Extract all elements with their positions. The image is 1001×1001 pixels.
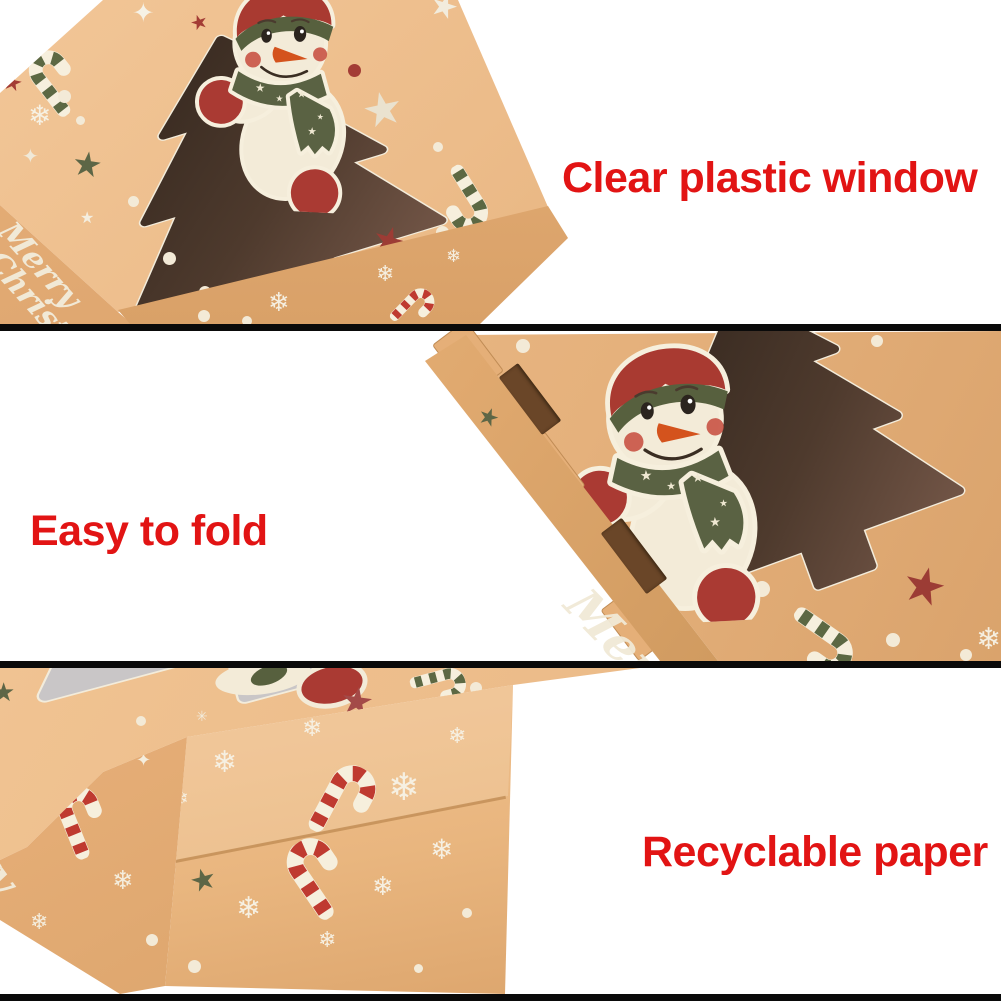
sparkle-icon: ✳ [196,709,208,725]
dot [58,90,71,103]
snowflake-icon: ❄ [376,262,395,287]
snowflake-icon: ❄ [236,891,262,926]
snowflake-icon: ❄ [446,246,462,267]
dot [516,339,530,353]
box-lid-face: ✦ ★ ★ ❄ ★ ✦ ★ ★ ★ ★ [0,0,548,312]
dot [348,64,361,77]
snowflake-icon: ❄ [372,872,394,902]
dot [414,964,423,973]
dot [886,633,900,647]
star-icon: ★ [80,208,95,227]
dot [146,934,158,946]
snowflake-icon: ❄ [28,99,52,132]
dot [163,252,176,265]
star-icon: ★ [0,68,26,98]
dot [136,716,146,726]
dot [960,649,972,661]
dot [871,335,883,347]
snowflake-icon: ❄ [976,622,1001,657]
dot [433,142,443,152]
feature-label-easy-to-fold: Easy to fold [30,506,268,555]
sparkle-icon: ✦ [132,0,155,29]
divider-bar [0,324,1001,331]
snowflake-icon: ❄ [430,833,454,866]
snowflake-icon: ❄ [302,714,323,742]
divider-bar [0,661,1001,668]
candy-cane-icon [387,281,442,324]
panel-easy-to-fold: ★ ★ ❄ ★ Merry Easy to fold [0,331,1001,661]
dot [76,116,85,125]
snowflake-icon: ❄ [212,745,238,780]
snowflake-icon: ❄ [448,724,467,749]
dot [198,310,210,322]
feature-label-recyclable-paper: Recyclable paper [642,827,988,876]
snowman-illustration [180,0,368,214]
snowflake-icon: ❄ [268,288,290,318]
snowflake-icon: ❄ [388,765,420,809]
star-icon: ★ [424,0,464,29]
box-front-face: ❄ ❄ ❄ ❄ ❄ ❄ ❄ ❄ ❄ ★ [165,685,513,994]
dot [242,316,252,324]
snowflake-icon: ❄ [318,928,337,953]
snowflake-icon: ❄ [112,866,134,896]
star-icon: ★ [0,678,16,708]
panel-clear-plastic-window: ✦ ★ ★ ❄ ★ ✦ ★ ★ ★ ★ [0,0,1001,324]
star-icon: ★ [185,860,221,901]
divider-bar [0,994,1001,1001]
dot [188,960,201,973]
dot [462,908,472,918]
panel-recyclable-paper: ★ ★ ✳ ❄ ❄ ❄ ❄ ❄ ❄ ❄ ❄ ❄ ★ [0,668,1001,994]
snowflake-icon: ❄ [30,910,49,935]
star-icon: ★ [69,143,106,187]
sparkle-icon: ✦ [22,144,39,168]
dot [128,196,139,207]
feature-label-clear-plastic-window: Clear plastic window [562,153,978,202]
